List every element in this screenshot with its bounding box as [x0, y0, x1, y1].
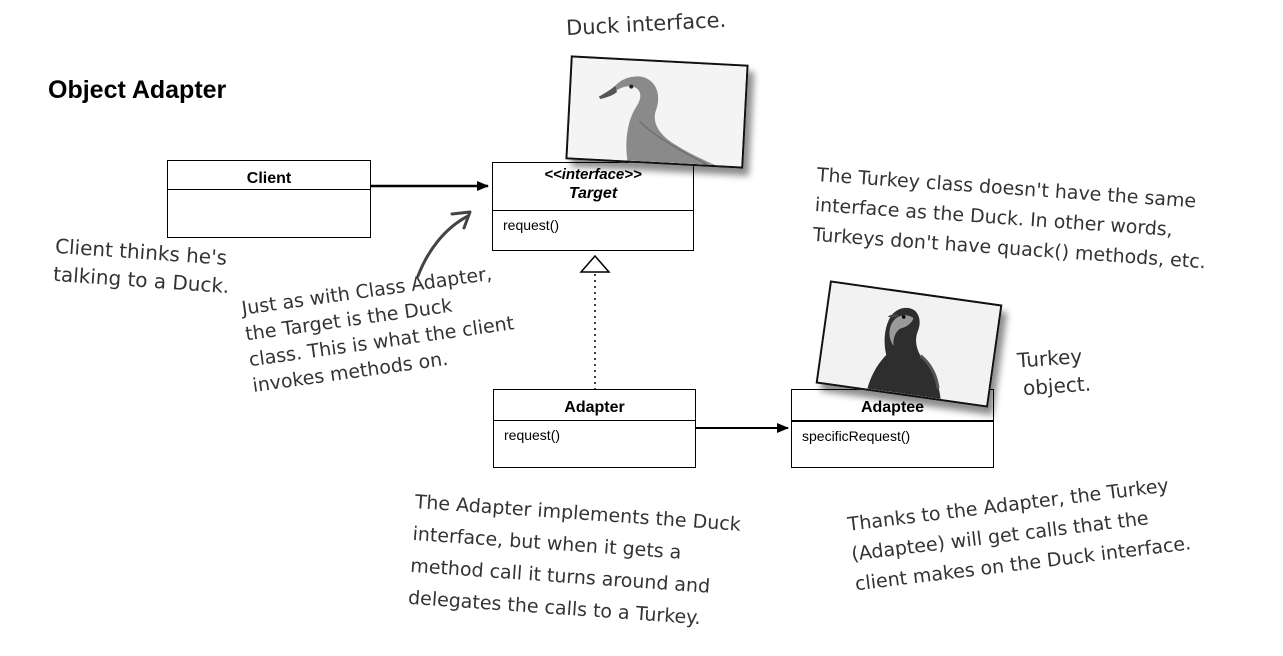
target-class-name: Target	[568, 185, 618, 202]
adaptee-method: specificRequest()	[802, 428, 911, 444]
target-interface: <<interface>> Target request()	[492, 162, 694, 251]
adapter-method: request()	[504, 427, 561, 443]
target-header: <<interface>> Target	[493, 163, 693, 211]
curved-arrow-head	[450, 210, 472, 230]
note-adapter-implements: The Adapter implements the Duck interfac…	[407, 486, 742, 636]
adapter-class: Adapter request()	[493, 389, 696, 468]
adapter-class-name: Adapter	[494, 390, 695, 421]
turkey-photo	[815, 280, 1003, 408]
target-method: request()	[503, 217, 560, 233]
client-class: Client	[167, 160, 371, 238]
note-line: object.	[1022, 371, 1092, 401]
target-stereotype: <<interface>>	[544, 166, 642, 183]
turkey-image	[817, 282, 1001, 406]
curved-arrow	[416, 214, 470, 278]
realization-triangle	[579, 254, 611, 273]
duck-photo	[565, 55, 749, 169]
note-turkey-object: Turkey object.	[1016, 342, 1092, 403]
adaptee-class-name: Adaptee	[792, 390, 993, 422]
diagram-title: Object Adapter	[48, 76, 227, 104]
duck-image	[567, 57, 747, 167]
client-class-name: Client	[168, 161, 370, 190]
